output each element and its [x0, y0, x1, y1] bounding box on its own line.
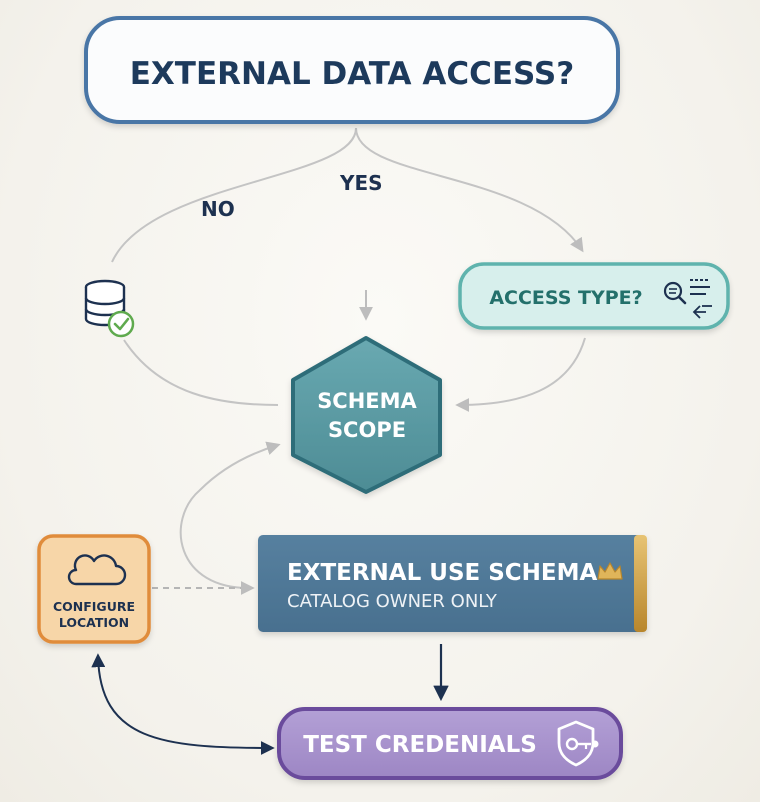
crown-icon — [597, 562, 623, 580]
database-check-icon — [84, 279, 135, 338]
access-type-node[interactable] — [458, 262, 730, 330]
edge-no-to-schema — [123, 339, 279, 406]
external-use-schema-subtitle: CATALOG OWNER ONLY — [287, 591, 498, 612]
edge-label-yes: YES — [339, 171, 383, 195]
schema-scope-node[interactable] — [291, 336, 442, 494]
configure-location-label-line2: LOCATION — [59, 615, 129, 630]
test-credentials-label: TEST CREDENIALS — [303, 732, 537, 758]
external-data-access-label: EXTERNAL DATA ACCESS? — [130, 56, 575, 92]
shield-key-icon — [557, 720, 599, 767]
edge-configure-test-bidirectional — [91, 653, 275, 755]
external-use-schema-node[interactable] — [258, 535, 647, 632]
access-type-label: ACCESS TYPE? — [489, 287, 642, 309]
search-list-icon — [663, 279, 712, 319]
configure-location-node[interactable] — [37, 534, 151, 644]
external-data-access-node[interactable] — [84, 16, 620, 124]
test-credentials-node[interactable] — [277, 707, 623, 780]
edge-title-no-branch — [111, 127, 357, 263]
edge-title-yes-branch — [355, 127, 584, 253]
schema-scope-label-line2: SCOPE — [328, 418, 406, 442]
schema-scope-label-line1: SCHEMA — [317, 389, 417, 413]
gold-accent-bar — [634, 535, 647, 632]
edge-label-no: NO — [201, 197, 235, 221]
edge-loop-to-schema — [179, 441, 281, 590]
edge-access-type-to-schema — [455, 337, 586, 412]
cloud-icon — [67, 554, 127, 586]
external-use-schema-title: EXTERNAL USE SCHEMA — [287, 560, 598, 586]
configure-location-label-line1: CONFIGURE — [53, 599, 135, 614]
